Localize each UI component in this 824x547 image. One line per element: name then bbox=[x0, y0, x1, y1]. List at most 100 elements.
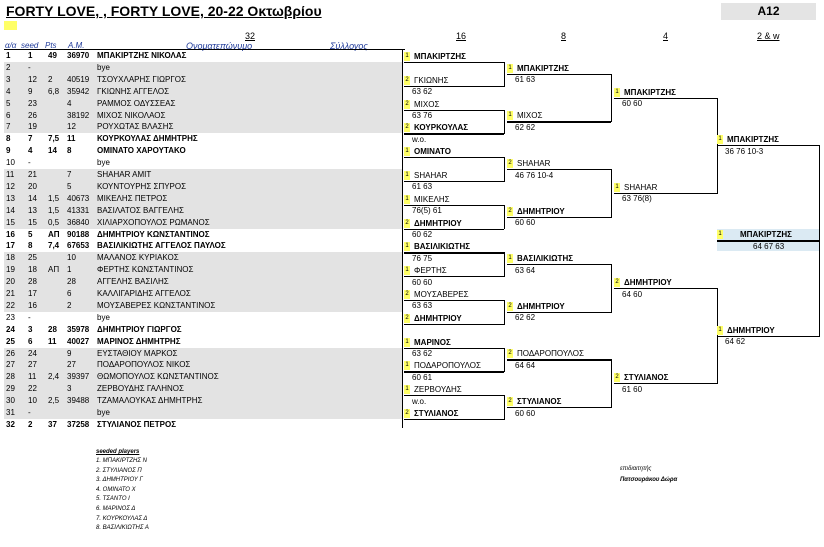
member-id: 35978 bbox=[67, 324, 90, 334]
seed-number: 20 bbox=[28, 181, 37, 191]
bracket-player-name: ΔΗΜΗΤΡΙΟΥ bbox=[517, 301, 565, 311]
bracket-player-name: ΔΗΜΗΤΡΙΟΥ bbox=[624, 278, 672, 287]
points: 49 bbox=[48, 51, 57, 60]
player-name: ΚΟΥΡΚΟΥΛΑΣ ΔΗΜΗΤΡΗΣ bbox=[97, 134, 198, 144]
bracket-player-name: ΜΠΑΚΙΡΤΖΗΣ bbox=[414, 51, 466, 61]
bracket-score: 62 62 bbox=[515, 313, 536, 323]
player-name: ΟΜΙΝΑΤΟ ΧΑΡΟΥΤΑΚΟ bbox=[97, 146, 186, 156]
seed-number: 22 bbox=[28, 384, 37, 394]
member-id: 40027 bbox=[67, 336, 90, 346]
bracket-join bbox=[611, 73, 613, 123]
seed-number: 17 bbox=[28, 289, 37, 298]
player-name: ΜΙΚΕΛΗΣ ΠΕΤΡΟΣ bbox=[97, 193, 168, 203]
player-name: ΤΣΟΥΧΛΑΡΗΣ ΓΙΩΡΓΟΣ bbox=[97, 74, 186, 84]
draw-number: 32 bbox=[6, 419, 15, 429]
bracket-player-name: ΣΤΥΛΙΑΝΟΣ bbox=[414, 408, 459, 418]
round-2-label: 2 & w bbox=[757, 31, 780, 41]
player-name: ΡΑΜΜΟΣ ΟΔΥΣΣΕΑΣ bbox=[97, 98, 176, 108]
draw-number: 4 bbox=[6, 86, 11, 96]
seed-number: 8 bbox=[28, 241, 33, 251]
member-id: 7 bbox=[67, 170, 72, 179]
bracket-line bbox=[404, 228, 504, 230]
position-marker: 1 bbox=[404, 194, 410, 204]
draw-number: 1 bbox=[6, 51, 11, 60]
player-name: ΕΥΣΤΑΘΙΟΥ ΜΑΡΚΟΣ bbox=[97, 348, 178, 358]
seeded-item: 1. ΜΠΑΚΙΡΤΖΗΣ Ν bbox=[96, 458, 147, 464]
seed-number: 11 bbox=[28, 372, 37, 382]
bracket-player-name: ΜΙΧΟΣ bbox=[517, 111, 543, 121]
draw-number: 10 bbox=[6, 158, 15, 168]
draw-column-rule bbox=[402, 49, 403, 428]
bracket-player-name: ΠΟΔΑΡΟΠΟΥΛΟΣ bbox=[517, 349, 584, 359]
corner-highlight bbox=[4, 21, 17, 30]
header-seed: seed bbox=[21, 41, 39, 50]
draw-number: 15 bbox=[6, 217, 15, 227]
position-marker: 2 bbox=[404, 313, 410, 323]
player-name: ΑΓΓΕΛΗΣ ΒΑΣΙΛΗΣ bbox=[97, 277, 169, 287]
seed-number: 13 bbox=[28, 205, 37, 215]
bracket-player-name: ΣΤΥΛΙΑΝΟΣ bbox=[517, 397, 562, 406]
player-name: ΧΙΛΙΑΡΧΟΠΟΥΛΟΣ ΡΩΜΑΝΟΣ bbox=[97, 217, 210, 227]
bracket-player-name: ΔΗΜΗΤΡΙΟΥ bbox=[414, 218, 462, 228]
bracket-join bbox=[504, 395, 506, 420]
draw-number: 8 bbox=[6, 134, 11, 144]
bracket-line bbox=[404, 204, 504, 206]
draw-number: 27 bbox=[6, 360, 15, 370]
member-id: 90188 bbox=[67, 229, 90, 239]
bracket-score: 64 64 bbox=[515, 360, 536, 370]
player-name: ΚΟΥΝΤΟΥΡΗΣ ΣΠΥΡΟΣ bbox=[97, 181, 187, 191]
member-id: 38192 bbox=[67, 110, 90, 120]
points: ΑΠ bbox=[48, 229, 60, 239]
bracket-line bbox=[404, 323, 504, 325]
draw-row: 23-bye bbox=[4, 312, 402, 324]
page-title: FORTY LOVE, , FORTY LOVE, 20-22 Οκτωβρίο… bbox=[6, 3, 322, 19]
member-id: 2 bbox=[67, 300, 72, 310]
player-name: ΜΟΥΣΑΒΕΡΕΣ ΚΩΝΣΤΑΝΤΙΝΟΣ bbox=[97, 300, 216, 310]
position-marker: 2 bbox=[507, 159, 513, 168]
position-marker: 1 bbox=[404, 361, 410, 371]
player-name: bye bbox=[97, 312, 110, 322]
seed-number: - bbox=[28, 408, 31, 417]
bracket-player-name: SHAHAR bbox=[414, 170, 448, 180]
bracket-line bbox=[404, 395, 504, 397]
draw-row: 31-bye bbox=[4, 407, 402, 419]
seed-number: - bbox=[28, 62, 31, 72]
points: 0,5 bbox=[48, 217, 60, 227]
header-am: A.M. bbox=[68, 41, 85, 50]
bracket-score: 61 60 bbox=[622, 384, 643, 394]
bracket-line bbox=[717, 335, 819, 337]
draw-number: 6 bbox=[6, 110, 11, 120]
position-marker: 1 bbox=[404, 51, 410, 61]
bracket-score: 64 62 bbox=[725, 337, 746, 347]
draw-number: 19 bbox=[6, 265, 15, 275]
draw-number: 21 bbox=[6, 289, 15, 298]
member-id: 39488 bbox=[67, 396, 90, 406]
bracket-score: 60 60 bbox=[515, 218, 536, 228]
bracket-player-name: ΒΑΣΙΛΙΚΙΩΤΗΣ bbox=[517, 254, 574, 264]
bracket-join bbox=[611, 169, 613, 218]
points: 1,5 bbox=[48, 205, 60, 215]
bracket-player-name: SHAHAR bbox=[517, 159, 551, 168]
bracket-join bbox=[611, 359, 613, 408]
header-rule bbox=[4, 49, 405, 50]
bracket-line bbox=[507, 216, 611, 218]
bracket-player-name: ΜΙΧΟΣ bbox=[414, 99, 440, 109]
